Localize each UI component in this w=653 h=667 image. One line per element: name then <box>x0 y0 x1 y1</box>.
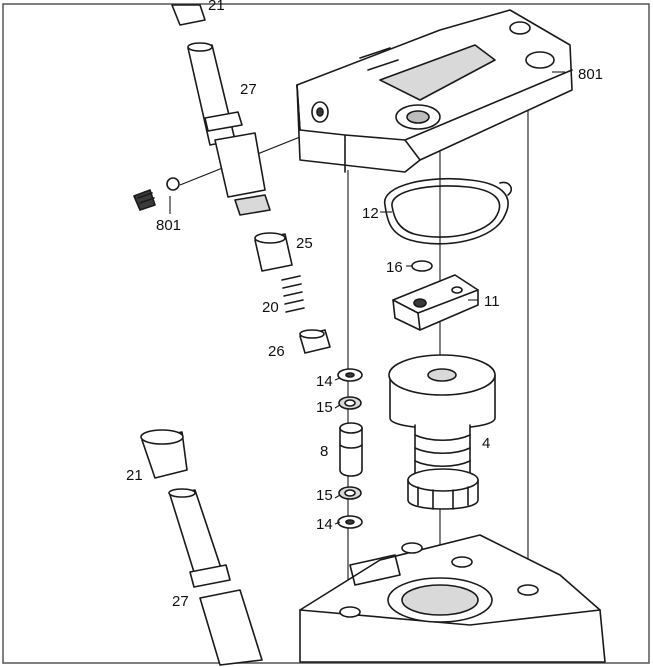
label-15-bottom: 15 <box>316 487 333 504</box>
label-8: 8 <box>320 443 328 460</box>
diagram-frame <box>2 3 650 664</box>
label-801-left: 801 <box>156 217 181 234</box>
pump-element <box>388 354 496 510</box>
label-14-top: 14 <box>316 373 333 390</box>
label-14-bottom: 14 <box>316 516 333 533</box>
cover-housing <box>296 9 573 173</box>
label-20: 20 <box>262 299 279 316</box>
gasket-ring <box>384 177 512 245</box>
label-27-top: 27 <box>240 81 257 98</box>
label-4: 4 <box>482 435 490 452</box>
label-21-top: 21 <box>208 0 225 14</box>
label-25-top: 25 <box>296 235 313 252</box>
small-oring <box>411 260 433 272</box>
label-21-bottom: 21 <box>126 467 143 484</box>
part-labels: 801 21 27 801 12 25 16 20 11 26 14 15 8 … <box>126 0 603 610</box>
label-26: 26 <box>268 343 285 360</box>
label-15-top: 15 <box>316 399 333 416</box>
lower-left-pipe-assembly <box>140 429 263 666</box>
label-16: 16 <box>386 259 403 276</box>
label-801-top: 801 <box>578 66 603 83</box>
upper-left-pipe-assembly <box>133 4 331 354</box>
valve-stack <box>337 368 363 529</box>
bracket-plate <box>392 274 479 331</box>
leader-lines <box>169 71 565 525</box>
label-11: 11 <box>484 293 500 310</box>
pump-base-housing <box>299 534 606 663</box>
label-12: 12 <box>362 205 379 222</box>
label-27-bottom: 27 <box>172 593 189 610</box>
